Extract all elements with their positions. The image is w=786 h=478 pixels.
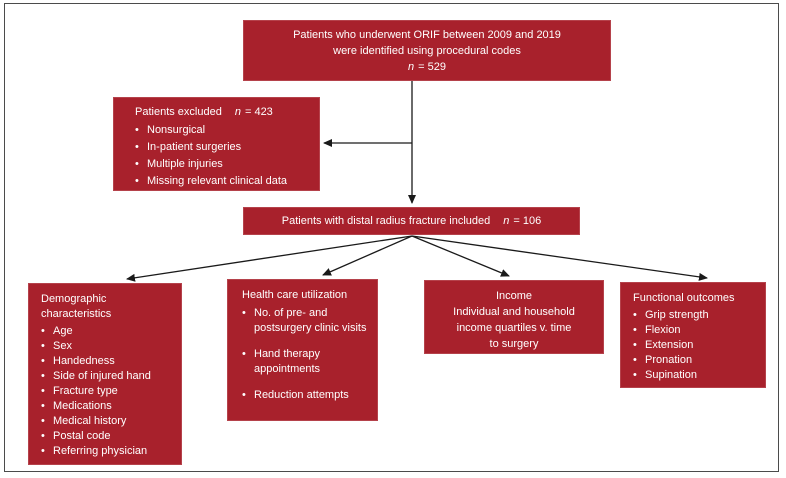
bullet-item: • Handedness <box>41 354 178 369</box>
income-title: Income <box>495 290 533 302</box>
bullet-glyph: • <box>135 175 139 187</box>
bullet-item: • Postal code <box>41 429 178 444</box>
bullet-text: Postal code <box>53 430 111 442</box>
figure-border <box>4 3 779 472</box>
bullet-item: • Nonsurgical <box>135 122 314 139</box>
box-included: Patients with distal radius fracture inc… <box>243 207 580 235</box>
bullet-glyph: • <box>41 430 45 442</box>
excluded-title-text: Patients excluded <box>135 106 222 118</box>
bullet-item: • Referring physician <box>41 444 178 459</box>
n-value: = 423 <box>244 106 273 118</box>
bullet-glyph: • <box>135 124 139 136</box>
box-patients-excluded: Patients excluded n= 423 • Nonsurgical • In-… <box>113 97 320 191</box>
bullet-item: • Sex <box>41 339 178 354</box>
bullet-item: • Pronation <box>633 353 762 368</box>
bullet-item: • Flexion <box>633 323 762 338</box>
bullet-glyph: • <box>41 385 45 397</box>
bullet-item: • Extension <box>633 338 762 353</box>
box-health-care-utilization: Health care utilization • No. of pre- and… <box>227 279 378 421</box>
bullet-glyph: • <box>633 309 637 321</box>
bullet-glyph: • <box>135 158 139 170</box>
included-title: Patients with distal radius fracture inc… <box>281 214 491 227</box>
orif-line-2: were identified using procedural codes <box>333 45 521 57</box>
bullet-text: Handedness <box>53 355 115 367</box>
bullet-glyph: • <box>633 354 637 366</box>
bullet-item: • Medical history <box>41 414 178 429</box>
functional-bullet-list: • Grip strength • Flexion • Extension • Pronati… <box>633 308 762 383</box>
box-patients-orif: Patients who underwent ORIF between 2009… <box>243 20 611 81</box>
income-line-3: to surgery <box>489 338 539 350</box>
bullet-glyph: • <box>633 324 637 336</box>
bullet-glyph: • <box>41 400 45 412</box>
bullet-text: Referring physician <box>53 445 148 457</box>
bullet-item: • Reduction attempts <box>242 388 374 404</box>
bullet-glyph: • <box>633 369 637 381</box>
income-line-2: income quartiles v. time <box>456 322 572 334</box>
bullet-text: Missing relevant clinical data <box>147 175 288 187</box>
bullet-item: • In-patient surgeries <box>135 139 314 156</box>
bullet-text: In-patient surgeries <box>147 141 242 153</box>
bullet-text: Hand therapy appointments <box>254 347 321 376</box>
bullet-text: Multiple injuries <box>147 158 223 170</box>
health-title: Health care utilization <box>242 289 348 301</box>
orif-n-count: n= 529 <box>243 59 611 75</box>
bullet-text: Grip strength <box>645 309 709 321</box>
health-bullet-list: • No. of pre- and postsurgery clinic visi… <box>242 306 374 404</box>
excluded-bullet-list: • Nonsurgical • In-patient surgeries • Multip… <box>135 122 314 190</box>
box-demographic-characteristics: Demographic characteristics • Age • Sex • Han… <box>28 283 182 465</box>
demographic-bullet-list: • Age • Sex • Handedness • Side of injured hand… <box>41 324 178 459</box>
functional-title: Functional outcomes <box>633 292 735 304</box>
bullet-glyph: • <box>242 388 246 401</box>
bullet-glyph: • <box>41 340 45 352</box>
demographic-title: Demographic characteristics <box>41 293 112 320</box>
bullet-item: • Age <box>41 324 178 339</box>
bullet-text: Nonsurgical <box>147 124 206 136</box>
n-value: = 529 <box>418 61 446 73</box>
bullet-text: Fracture type <box>53 385 118 397</box>
n-symbol: n <box>503 214 510 227</box>
bullet-text: Flexion <box>645 324 681 336</box>
bullet-text: Medical history <box>53 415 127 427</box>
bullet-item: • No. of pre- and postsurgery clinic visi… <box>242 306 374 337</box>
bullet-item: • Supination <box>633 368 762 383</box>
bullet-glyph: • <box>633 339 637 351</box>
bullet-text: Extension <box>645 339 694 351</box>
bullet-glyph: • <box>41 355 45 367</box>
bullet-glyph: • <box>41 415 45 427</box>
bullet-glyph: • <box>41 445 45 457</box>
income-line-1: Individual and household <box>453 306 575 318</box>
orif-line-1: Patients who underwent ORIF between 2009… <box>293 29 561 41</box>
bullet-text: Sex <box>53 340 72 352</box>
box-income: Income Individual and household income q… <box>424 280 604 354</box>
bullet-item: • Side of injured hand <box>41 369 178 384</box>
n-symbol: n <box>234 106 241 118</box>
bullet-glyph: • <box>41 370 45 382</box>
bullet-item: • Missing relevant clinical data <box>135 173 314 190</box>
excluded-title: Patients excluded n= 423 <box>135 104 314 121</box>
bullet-text: Side of injured hand <box>53 370 151 382</box>
n-symbol: n <box>408 61 415 73</box>
bullet-text: Reduction attempts <box>254 388 349 401</box>
n-value: = 106 <box>513 214 542 227</box>
bullet-item: • Grip strength <box>633 308 762 323</box>
box-functional-outcomes: Functional outcomes • Grip strength • Flexi… <box>620 282 766 388</box>
bullet-item: • Hand therapy appointments <box>242 347 374 378</box>
bullet-text: Pronation <box>645 354 693 366</box>
bullet-text: Medications <box>53 400 112 412</box>
bullet-item: • Multiple injuries <box>135 156 314 173</box>
bullet-glyph: • <box>242 347 246 360</box>
bullet-glyph: • <box>242 306 246 319</box>
bullet-glyph: • <box>41 325 45 337</box>
bullet-item: • Medications <box>41 399 178 414</box>
bullet-text: Age <box>53 325 73 337</box>
bullet-glyph: • <box>135 141 139 153</box>
bullet-text: No. of pre- and postsurgery clinic visit… <box>254 306 367 335</box>
bullet-text: Supination <box>645 369 697 381</box>
bullet-item: • Fracture type <box>41 384 178 399</box>
